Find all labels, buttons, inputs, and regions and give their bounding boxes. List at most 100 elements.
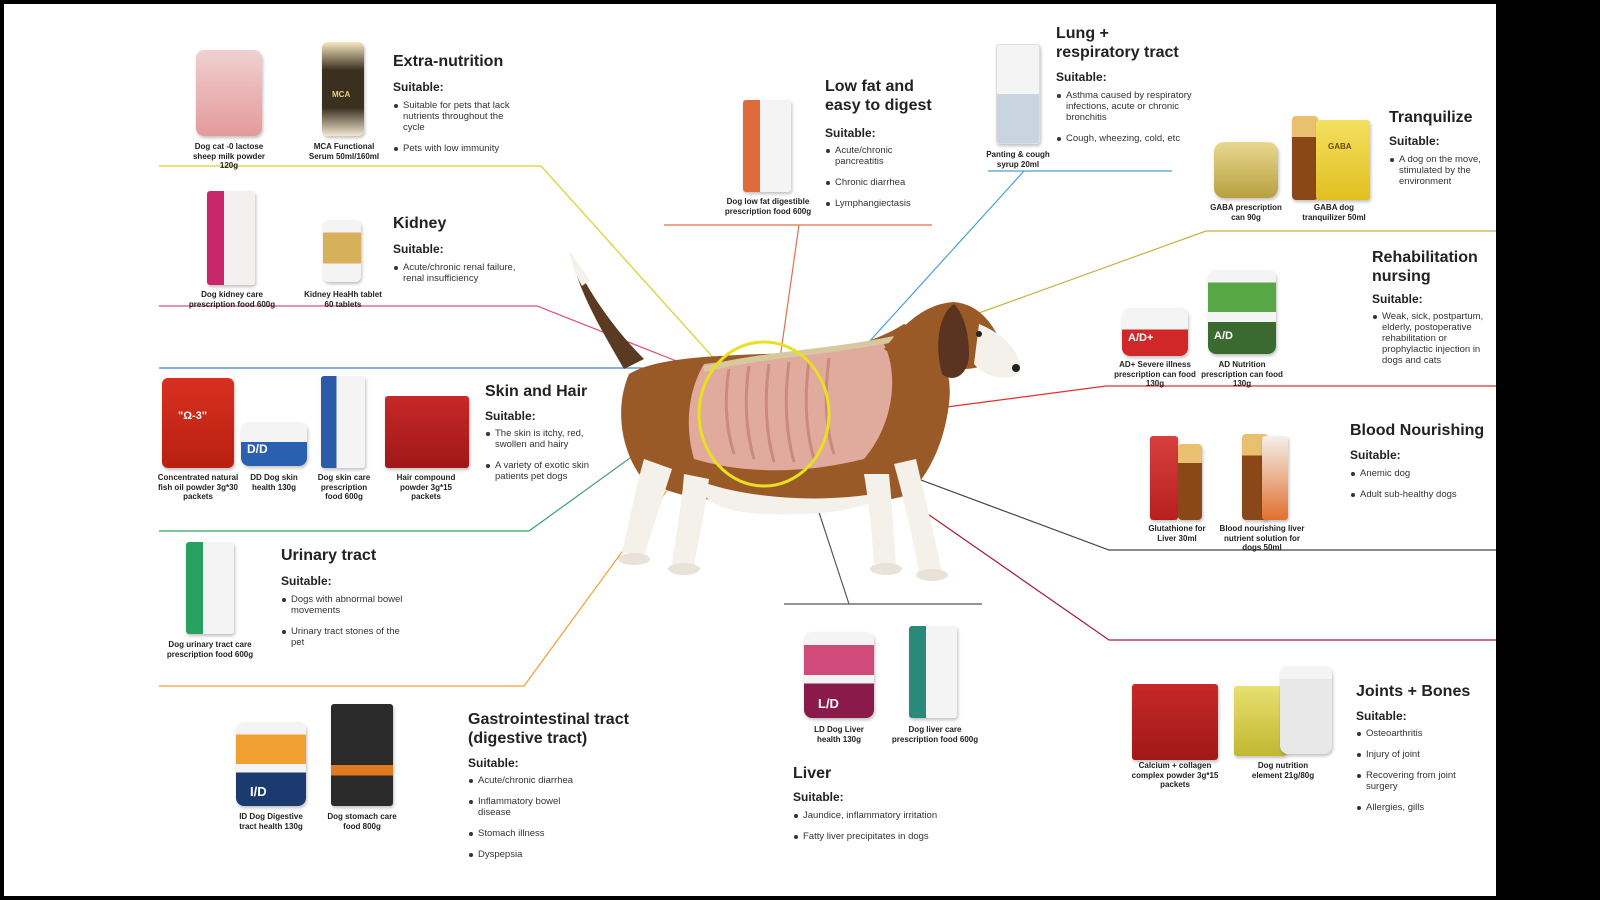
connector-kidney [159, 305, 690, 367]
product-caption: Dog kidney care prescription food 600g [188, 290, 276, 309]
section-title-rehabilitation: Rehabilitation nursing [1372, 248, 1496, 286]
bullet-list-rehabilitation: Weak, sick, postpartum, elderly, postope… [1372, 311, 1496, 376]
dog-illustration [570, 252, 1020, 581]
stomach-care-food-bag [331, 704, 393, 806]
bullet-item: Acute/chronic renal failure, renal insuf… [393, 262, 523, 284]
glutathione-bottle [1178, 444, 1202, 520]
id-label: I/D [250, 784, 267, 799]
ad-plus-label: A/D+ [1128, 332, 1154, 344]
ad-plus-can: A/D+ [1122, 308, 1188, 356]
suitable-label: Suitable: [825, 126, 876, 140]
urinary-food-bag [186, 542, 234, 634]
bullet-list-joints: Osteoarthritis Injury of joint Recoverin… [1356, 728, 1476, 823]
product-caption: Calcium + collagen complex powder 3g*15 … [1131, 761, 1219, 789]
ad-nutrition-can: A/D [1208, 270, 1276, 354]
product-caption: Glutathione for Liver 30ml [1148, 524, 1206, 543]
bullet-item: Dyspepsia [468, 849, 588, 860]
suitable-label: Suitable: [1350, 448, 1401, 462]
bullet-list-liver: Jaundice, inflammatory irritation Fatty … [793, 810, 973, 852]
bullet-item: Adult sub-healthy dogs [1350, 489, 1490, 500]
glutathione-box [1150, 436, 1178, 520]
product-caption: ID Dog Digestive tract health 130g [239, 812, 303, 831]
product-caption: Dog liver care prescription food 600g [891, 725, 979, 744]
product-caption: Dog nutrition element 21g/80g [1251, 761, 1315, 780]
suitable-label: Suitable: [485, 409, 536, 423]
gaba-dropper-bottle [1292, 116, 1318, 200]
suitable-label: Suitable: [468, 756, 519, 770]
bullet-item: Acute/chronic diarrhea [468, 775, 588, 786]
suitable-label: Suitable: [393, 80, 444, 94]
suitable-label: Suitable: [793, 790, 844, 804]
bullet-item: Chronic diarrhea [825, 177, 925, 188]
bullet-item: Anemic dog [1350, 468, 1490, 479]
bullet-item: The skin is itchy, red, swollen and hair… [485, 428, 595, 450]
bullet-item: Fatty liver precipitates in dogs [793, 831, 973, 842]
bullet-list-kidney: Acute/chronic renal failure, renal insuf… [393, 262, 523, 294]
gaba-label: GABA [1328, 142, 1352, 151]
product-caption: MCA Functional Serum 50ml/160ml [308, 142, 380, 161]
bullet-item: Injury of joint [1356, 749, 1476, 760]
bullet-item: Cough, wheezing, cold, etc [1056, 133, 1196, 144]
omega3-label: "Ω-3" [178, 410, 208, 422]
section-title-urinary: Urinary tract [281, 547, 377, 564]
gaba-box: GABA [1316, 120, 1370, 200]
mca-label: MCA [332, 90, 351, 99]
nutrition-element-bottle [1280, 666, 1332, 754]
suitable-label: Suitable: [1372, 292, 1423, 306]
suitable-label: Suitable: [1356, 709, 1407, 723]
product-caption: Dog urinary tract care prescription food… [166, 640, 254, 659]
bullet-item: A variety of exotic skin patients pet do… [485, 460, 595, 482]
bullet-item: Jaundice, inflammatory irritation [793, 810, 973, 821]
bullet-item: A dog on the move, stimulated by the env… [1389, 154, 1496, 187]
gaba-can [1214, 142, 1278, 198]
fish-oil-powder-can: "Ω-3" [162, 378, 234, 468]
product-caption: Dog cat -0 lactose sheep milk powder 120… [192, 142, 266, 170]
ld-liver-can: L/D [804, 632, 874, 718]
bullet-item: Acute/chronic pancreatitis [825, 145, 925, 167]
section-title-kidney: Kidney [393, 215, 447, 232]
dd-skin-health-can: D/D [241, 422, 307, 466]
section-title-text: Rehabilitation nursing [1372, 249, 1478, 285]
mca-serum-bottle: MCA [322, 42, 364, 136]
bullet-item: Inflammatory bowel disease [468, 796, 588, 818]
nutrition-element-box [1234, 686, 1286, 756]
section-title-blood: Blood Nourishing [1350, 422, 1485, 439]
bullet-item: Dogs with abnormal bowel movements [281, 594, 411, 616]
low-fat-food-bag [743, 100, 791, 192]
bullet-item: Osteoarthritis [1356, 728, 1476, 739]
product-caption: DD Dog skin health 130g [250, 473, 298, 492]
section-title-joints: Joints + Bones [1356, 683, 1471, 700]
suitable-label: Suitable: [281, 574, 332, 588]
hair-compound-box [385, 396, 469, 468]
connector-rehabilitation [908, 385, 1496, 413]
bullet-list-blood: Anemic dog Adult sub-healthy dogs [1350, 468, 1490, 510]
kidney-tablet-bottle [323, 220, 361, 282]
sheep-milk-powder-can [196, 50, 262, 136]
connector-extra-nutrition [159, 165, 720, 365]
section-title-liver: Liver [793, 765, 832, 782]
product-caption: Kidney HeaHh tablet 60 tablets [304, 290, 382, 309]
product-caption: GABA dog tranquilizer 50ml [1302, 203, 1366, 222]
bullet-list-tranquilize: A dog on the move, stimulated by the env… [1389, 154, 1496, 197]
dd-label: D/D [247, 442, 268, 456]
bullet-list-extra-nutrition: Suitable for pets that lack nutrients th… [393, 100, 523, 164]
ld-label: L/D [818, 696, 839, 711]
section-title-gastro: Gastrointestinal tract (digestive tract) [468, 711, 629, 747]
bullet-list-low-fat: Acute/chronic pancreatitis Chronic diarr… [825, 145, 925, 219]
product-caption: Dog low fat digestible prescription food… [724, 197, 812, 216]
skin-care-food-bag [321, 376, 365, 468]
bullet-list-lung: Asthma caused by respiratory infections,… [1056, 90, 1196, 154]
section-title-extra-nutrition: Extra-nutrition [393, 53, 504, 70]
bullet-list-skin-hair: The skin is itchy, red, swollen and hair… [485, 428, 595, 492]
bullet-item: Asthma caused by respiratory infections,… [1056, 90, 1196, 123]
product-caption: AD Nutrition prescription can food 130g [1201, 360, 1283, 388]
connector-urinary [159, 431, 667, 532]
infographic-canvas: MCA Dog cat -0 lactose sheep milk powder… [4, 4, 1496, 896]
bullet-item: Pets with low immunity [393, 143, 523, 154]
suitable-label: Suitable: [1056, 70, 1107, 84]
connector-joints [898, 493, 1496, 641]
section-title-skin-hair: Skin and Hair [485, 383, 588, 400]
bullet-list-urinary: Dogs with abnormal bowel movements Urina… [281, 594, 411, 658]
section-title-lung: Lung + respiratory tract [1056, 25, 1179, 61]
bullet-item: Recovering from joint surgery [1356, 770, 1476, 792]
